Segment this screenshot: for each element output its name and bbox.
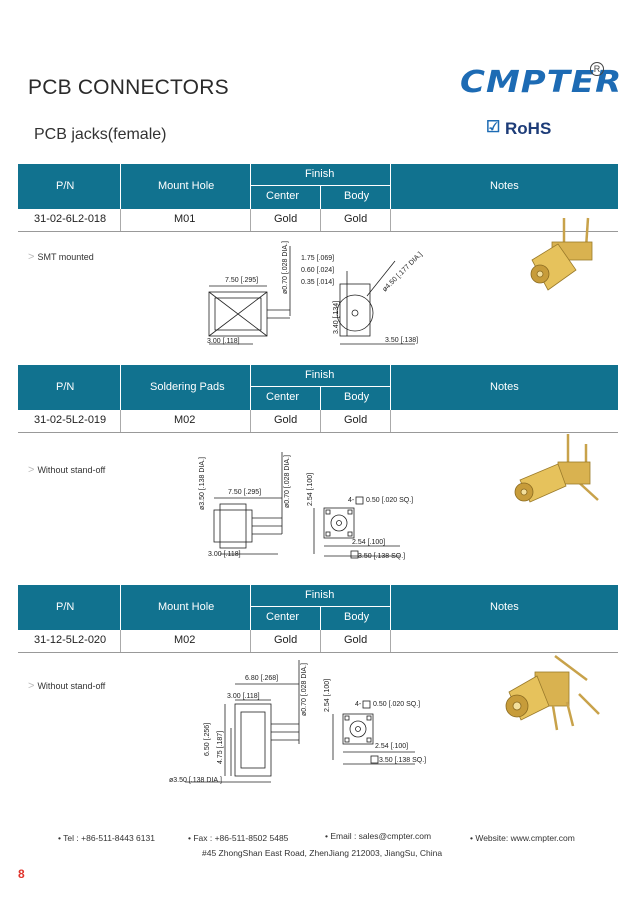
svg-text:3.50 [.138 SQ.]: 3.50 [.138 SQ.] [358,553,405,560]
svg-text:2.54 [.100]: 2.54 [.100] [307,473,314,506]
svg-text:3.00 [.118]: 3.00 [.118] [227,693,260,700]
cell-center: Gold [274,634,298,646]
table-row: 31-12-5L2-020 M02 Gold Gold [18,630,618,653]
svg-text:0.50 [.020 SQ.]: 0.50 [.020 SQ.] [373,701,420,708]
svg-text:6.50 [.256]: 6.50 [.256] [204,723,211,756]
spec-table-header: P/N Mount Hole Finish Center Body Notes [18,585,618,630]
svg-text:ø0.70 [.028 DIA.]: ø0.70 [.028 DIA.] [282,241,289,294]
svg-text:1.75 [.069]: 1.75 [.069] [301,255,334,262]
header-finish: Finish [305,168,335,180]
svg-text:3.50 [.138]: 3.50 [.138] [385,337,418,344]
cell-center: Gold [274,213,298,225]
spec-table-header: P/N Soldering Pads Finish Center Body No… [18,365,618,410]
header-body: Body [344,190,370,202]
svg-text:3.00 [.118]: 3.00 [.118] [208,551,241,558]
cell-mount: M01 [174,213,196,225]
note-text: >SMT mounted [28,251,94,263]
header-mount: Soldering Pads [150,381,225,393]
header-notes: Notes [490,381,519,393]
svg-text:3.00 [.118]: 3.00 [.118] [207,338,240,345]
drawing-smt: 7.50 [.295] ø0.70 [.028 DIA.] 1.75 [.069… [207,241,424,345]
svg-text:2.54 [.100]: 2.54 [.100] [375,743,408,750]
cell-pn: 31-02-5L2-019 [34,414,107,426]
header-body: Body [344,391,370,403]
cell-pn: 31-12-5L2-020 [34,634,107,646]
header-notes: Notes [490,601,519,613]
cell-body: Gold [344,213,368,225]
header-center: Center [266,391,300,403]
svg-text:3.50 [.138 SQ.]: 3.50 [.138 SQ.] [379,757,426,764]
footer-address: #45 ZhongShan East Road, ZhenJiang 21200… [202,848,443,858]
table-row: 31-02-6L2-018 M01 Gold Gold [18,209,618,232]
drawing-pads-2: 6.80 [.268] ø0.70 [.028 DIA.] 3.00 [.118… [169,660,426,784]
svg-text:7.50 [.295]: 7.50 [.295] [225,277,258,284]
footer-tel: • Tel : +86-511-8443 6131 [58,833,155,843]
rohs-check-icon: ☑ [486,119,501,136]
svg-text:4.75 [.187]: 4.75 [.187] [217,731,224,764]
cell-mount: M02 [174,634,196,646]
svg-text:2.54 [.100]: 2.54 [.100] [324,679,331,712]
svg-text:0.50 [.020 SQ.]: 0.50 [.020 SQ.] [366,497,413,504]
cell-body: Gold [344,414,368,426]
svg-text:4-: 4- [355,701,362,708]
header-mount: Mount Hole [158,601,215,613]
page-subtitle: PCB jacks(female) [34,126,167,143]
header-pn: P/N [56,180,75,192]
svg-text:0.35 [.014]: 0.35 [.014] [301,279,334,286]
svg-text:ø0.70 [.028 DIA.]: ø0.70 [.028 DIA.] [301,663,308,716]
svg-text:6.80 [.268]: 6.80 [.268] [245,675,278,682]
header-center: Center [266,190,300,202]
footer-fax: • Fax : +86-511-8502 5485 [188,833,289,843]
footer-email[interactable]: • Email : sales@cmpter.com [325,831,432,841]
footer-website[interactable]: • Website: www.cmpter.com [470,833,575,843]
cell-body: Gold [344,634,368,646]
spec-table-header: P/N Mount Hole Finish Center Body Notes [18,164,618,209]
header-center: Center [266,611,300,623]
header-notes: Notes [490,180,519,192]
cell-mount: M02 [174,414,196,426]
cell-pn: 31-02-6L2-018 [34,213,107,225]
cell-center: Gold [274,414,298,426]
rohs-label: RoHS [505,119,552,138]
header-pn: P/N [56,601,75,613]
svg-text:7.50 [.295]: 7.50 [.295] [228,489,261,496]
svg-text:ø3.50 [.138 DIA.]: ø3.50 [.138 DIA.] [199,457,206,510]
table-row: 31-02-5L2-019 M02 Gold Gold [18,410,618,433]
svg-text:ø3.50 [.138 DIA.]: ø3.50 [.138 DIA.] [169,777,222,784]
registered-mark-icon: R [590,62,604,76]
page-title: PCB CONNECTORS [28,76,229,99]
page-number: 8 [18,867,25,881]
connector-photo-1 [530,217,593,291]
connector-photo-2 [514,434,599,503]
svg-text:ø4.50 [.177 DIA.]: ø4.50 [.177 DIA.] [381,251,423,293]
connector-photo-3 [505,655,600,731]
header-finish: Finish [305,369,335,381]
drawing-pads-1: ø3.50 [.138 DIA.] 7.50 [.295] ø0.70 [.02… [199,452,413,560]
svg-text:3.40 [.134]: 3.40 [.134] [333,301,340,334]
header-body: Body [344,611,370,623]
note-text: >Without stand-off [28,464,106,476]
svg-text:ø0.70 [.028 DIA.]: ø0.70 [.028 DIA.] [284,455,291,508]
header-finish: Finish [305,589,335,601]
svg-text:0.60 [.024]: 0.60 [.024] [301,267,334,274]
header-pn: P/N [56,381,75,393]
note-text: >Without stand-off [28,680,106,692]
svg-text:2.54 [.100]: 2.54 [.100] [352,539,385,546]
svg-text:4-: 4- [348,497,355,504]
header-mount: Mount Hole [158,180,215,192]
